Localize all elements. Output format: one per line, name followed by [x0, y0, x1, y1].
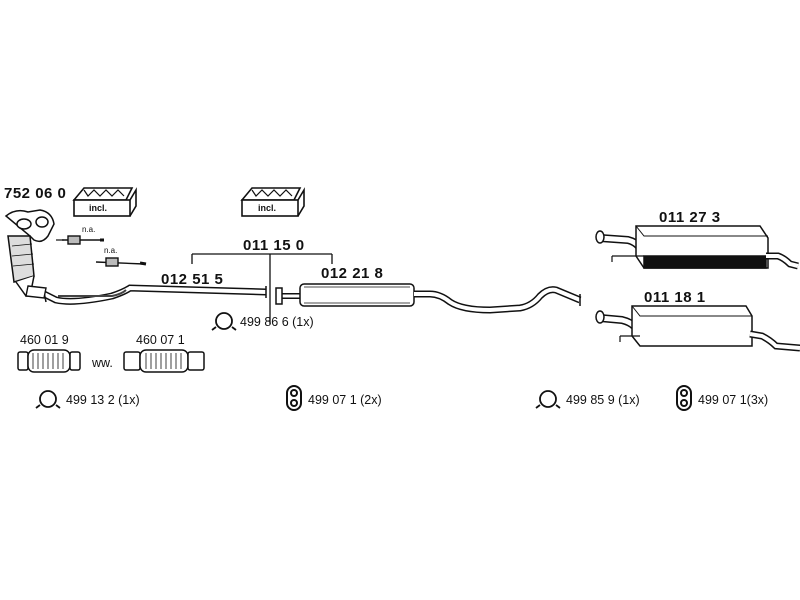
part-number-rear-silencer-a: 011 27 3	[659, 209, 721, 226]
tail-pipe	[414, 286, 582, 314]
alternative-label: ww.	[92, 356, 113, 370]
not-available-label: n.a.	[82, 225, 96, 234]
part-number-middle-set: 011 15 0	[243, 237, 305, 254]
clamp-icon	[535, 390, 561, 409]
incl-label: incl.	[89, 203, 108, 213]
catalytic-converter-icon	[4, 209, 55, 297]
gasket-kit-icon	[240, 187, 305, 217]
part-number-catalyst: 752 06 0	[4, 185, 67, 202]
gasket-kit-icon	[72, 187, 137, 217]
not-available-label: n.a.	[104, 246, 118, 255]
silencer-icon	[595, 305, 800, 352]
flex-pipe-icon	[17, 349, 81, 373]
flex-pipe-icon	[123, 349, 205, 373]
clamp-icon	[211, 312, 237, 331]
sensor-icon	[95, 257, 147, 267]
flange-icon	[25, 285, 47, 299]
fitting-hanger-rear: 499 07 1(3x)	[698, 393, 769, 407]
part-number-flex-pipe-a: 460 01 9	[20, 333, 69, 347]
silencer-icon	[275, 283, 415, 307]
rubber-hanger-icon	[676, 385, 692, 411]
middle-set-bracket	[191, 253, 333, 324]
part-number-front-pipe: 012 51 5	[161, 271, 224, 288]
rubber-hanger-icon	[286, 385, 302, 411]
clamp-icon	[35, 390, 61, 409]
incl-label: incl.	[258, 203, 277, 213]
fitting-hanger-middle: 499 07 1 (2x)	[308, 393, 382, 407]
part-number-rear-silencer-b: 011 18 1	[644, 289, 706, 306]
part-number-middle-silencer: 012 21 8	[321, 265, 384, 282]
silencer-icon	[595, 225, 799, 270]
fitting-clamp-rear: 499 85 9 (1x)	[566, 393, 640, 407]
sensor-icon	[62, 235, 104, 245]
fitting-clamp-front: 499 13 2 (1x)	[66, 393, 140, 407]
part-number-flex-pipe-b: 460 07 1	[136, 333, 185, 347]
fitting-clamp-middle: 499 86 6 (1x)	[240, 315, 314, 329]
front-pipe	[29, 284, 267, 305]
